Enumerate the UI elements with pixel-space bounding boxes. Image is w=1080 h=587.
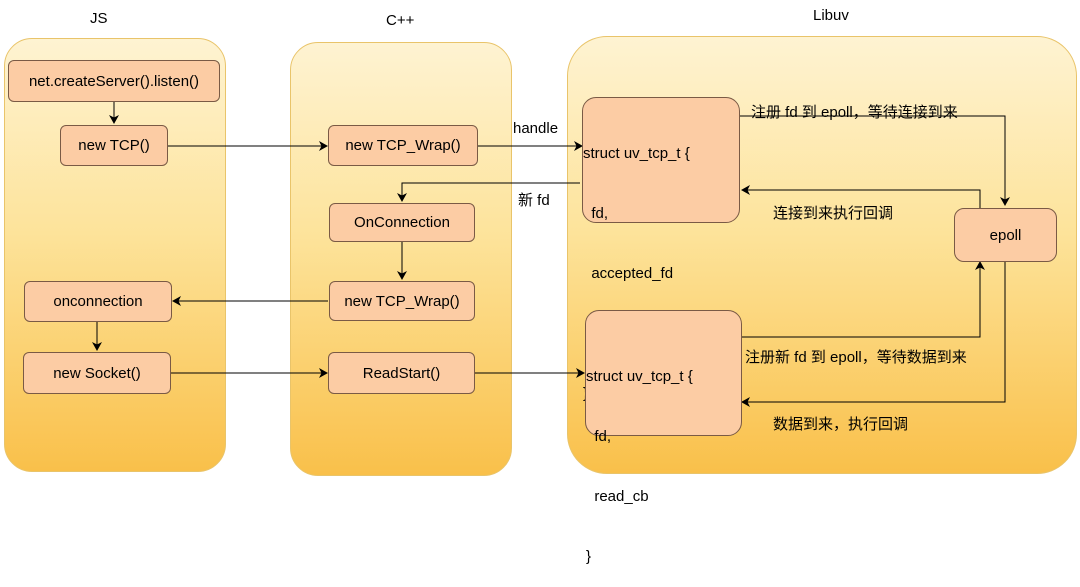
register-read-label: 注册新 fd 到 epoll，等待数据到来 <box>745 349 967 366</box>
js-lane-title: JS <box>90 10 108 27</box>
epoll-node: epoll <box>954 208 1057 262</box>
arrow-struct-server-to-epoll <box>740 115 1010 206</box>
flow-arrows <box>92 102 1010 407</box>
connection-callback-label: 连接到来执行回调 <box>773 205 894 222</box>
struct-client-line: } <box>586 548 592 565</box>
struct-client-line: read_cb <box>586 488 649 505</box>
libuv-lane-title: Libuv <box>813 7 849 24</box>
struct-server-line: fd, <box>583 205 609 222</box>
struct-client-node: struct uv_tcp_t { fd, read_cb } <box>585 310 742 565</box>
new-tcp-node: new TCP() <box>60 125 168 166</box>
new-fd-label: 新 fd <box>518 192 550 209</box>
create-server-node: net.createServer().listen() <box>8 60 220 102</box>
cpp-lane <box>290 42 512 476</box>
arrow-epoll-to-struct-client <box>741 262 1006 407</box>
arrow-struct-server-to-onconnection <box>397 182 580 202</box>
struct-client-line: struct uv_tcp_t { <box>586 368 693 385</box>
arrow-epoll-to-struct-server <box>741 185 981 208</box>
js-lane <box>4 38 226 472</box>
data-callback-label: 数据到来，执行回调 <box>773 416 909 433</box>
struct-client-line: fd, <box>586 428 612 445</box>
onconnection-node: onconnection <box>24 281 172 322</box>
arrow-struct-client-to-epoll <box>742 261 985 338</box>
register-listen-label: 注册 fd 到 epoll，等待连接到来 <box>751 104 958 121</box>
cpp-lane-title: C++ <box>386 12 415 29</box>
struct-server-node: struct uv_tcp_t { fd, accepted_fd connec… <box>582 97 740 402</box>
read-start-node: ReadStart() <box>328 352 475 394</box>
on-connection-node: OnConnection <box>329 203 475 242</box>
handle-label: handle <box>513 120 559 137</box>
new-socket-node: new Socket() <box>23 352 171 394</box>
struct-server-line: accepted_fd <box>583 265 674 282</box>
new-tcp-wrap-node-2: new TCP_Wrap() <box>329 281 475 321</box>
struct-server-line: struct uv_tcp_t { <box>583 145 690 162</box>
new-tcp-wrap-node-1: new TCP_Wrap() <box>328 125 478 166</box>
